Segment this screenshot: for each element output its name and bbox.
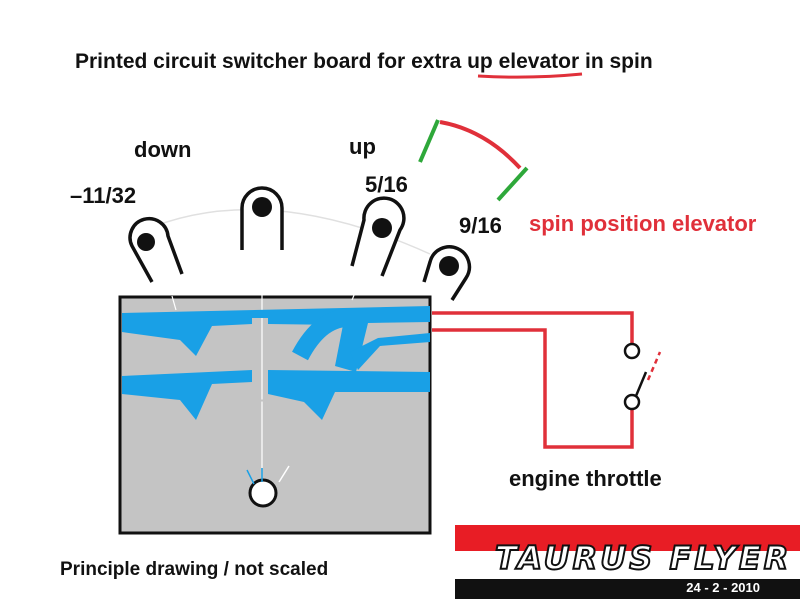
contact-11-32 — [128, 216, 184, 283]
radial-line-left — [171, 295, 177, 311]
label-5-16: 5/16 — [365, 172, 408, 197]
taurus-flyer-logo: TAURUS FLYER 24 - 2 - 2010 — [455, 525, 800, 599]
diagram-title: Printed circuit switcher board for extra… — [75, 50, 653, 74]
switch-lever — [634, 371, 648, 397]
logo-red-band — [455, 525, 800, 551]
label-spin-position: spin position elevator — [529, 211, 757, 236]
logo-date: 24 - 2 - 2010 — [686, 580, 760, 595]
title-text-end: elevator in spin — [492, 50, 653, 73]
switch-lever-dashed — [646, 351, 662, 381]
switch-terminal-top — [623, 342, 641, 360]
lower-trace-left — [122, 370, 252, 420]
lower-trace-arc — [195, 399, 325, 427]
title-highlight-text: extra up — [411, 50, 493, 73]
wire-upper — [432, 311, 634, 350]
contact-down — [240, 186, 284, 250]
contact-5-16 — [350, 196, 406, 277]
lower-trace-right — [268, 370, 430, 420]
logo-black-band — [455, 579, 800, 599]
pivot-tick-left — [246, 469, 255, 485]
pivot-tick-right — [278, 465, 290, 483]
label-down: down — [134, 137, 192, 162]
logo-white-band — [455, 551, 800, 579]
label-11-32: –11/32 — [70, 183, 137, 208]
spin-trace — [350, 333, 430, 370]
title-text-start: Printed circuit switcher board for — [75, 50, 412, 73]
upper-trace-curve — [292, 309, 349, 361]
logo-name: TAURUS FLYER — [494, 538, 792, 578]
spin-range-start-mark — [418, 119, 440, 163]
label-up: up — [349, 134, 376, 159]
highlight-underline — [477, 72, 583, 79]
spin-range-end-mark — [496, 166, 529, 202]
spin-range-arc — [439, 120, 522, 170]
label-9-16: 9/16 — [459, 213, 502, 238]
label-engine-throttle: engine throttle — [509, 466, 662, 491]
label-note: Principle drawing / not scaled — [60, 559, 329, 580]
wire-lower — [432, 328, 634, 449]
pivot-hole — [248, 478, 278, 508]
contact-9-16 — [422, 245, 472, 301]
switch-terminal-bottom — [623, 393, 641, 411]
